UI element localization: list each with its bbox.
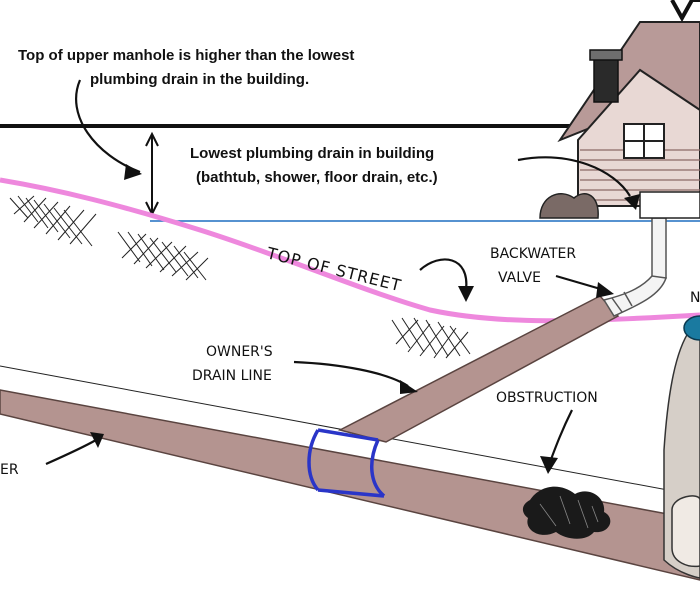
manhole-note-line2: plumbing drain in the building. (90, 71, 309, 88)
owners-drain-pointer (293, 360, 409, 387)
corner-label-fragment: N (690, 290, 700, 306)
backwater-pointer (555, 274, 605, 292)
lowest-drain-arrowhead (624, 194, 640, 210)
lowest-drain-line1: Lowest plumbing drain in building (190, 145, 434, 162)
owners-drain-arrowhead (400, 380, 418, 394)
manhole-note-arrowhead (124, 164, 142, 180)
manhole-note-pointer (75, 79, 141, 174)
backwater-arrowhead (596, 282, 614, 298)
backwater-valve-fitting (602, 217, 667, 317)
chimney (593, 55, 619, 103)
obstruction-arrowhead (540, 456, 558, 474)
basement-tub (639, 191, 700, 219)
pipe-coupling (307, 428, 386, 498)
backwater-label-line1: BACKWATER (490, 246, 576, 262)
height-difference-arrow (145, 131, 159, 217)
house (539, 0, 700, 219)
street-label-arrowhead (458, 286, 474, 302)
lowest-drain-line2: (bathtub, shower, floor drain, etc.) (196, 169, 438, 186)
soil-hatch-lower (391, 317, 471, 359)
shrub (539, 193, 599, 219)
owners-label-line1: OWNER'S (206, 344, 273, 360)
corner-mark (670, 0, 700, 23)
sewer-arrowhead (90, 432, 104, 448)
obstruction-debris-detail (539, 495, 599, 529)
sewer-label-fragment: ER (0, 462, 19, 478)
obstruction-label: OBSTRUCTION (496, 390, 598, 406)
owners-label-line2: DRAIN LINE (192, 368, 272, 384)
obstruction-pointer (548, 409, 573, 463)
soil-hatch-left (9, 195, 97, 247)
manhole-note-line1: Top of upper manhole is higher than the … (18, 47, 354, 64)
backwater-label-line2: VALVE (498, 270, 541, 286)
soil-hatch-middle (117, 231, 209, 281)
top-of-street-label: TOP OF STREET (264, 243, 403, 295)
obstruction-debris (522, 486, 611, 539)
manhole-structure (663, 315, 700, 579)
lowest-drain-pointer (517, 156, 631, 197)
street-label-pointer (419, 258, 468, 291)
sewer-pointer (45, 439, 97, 466)
